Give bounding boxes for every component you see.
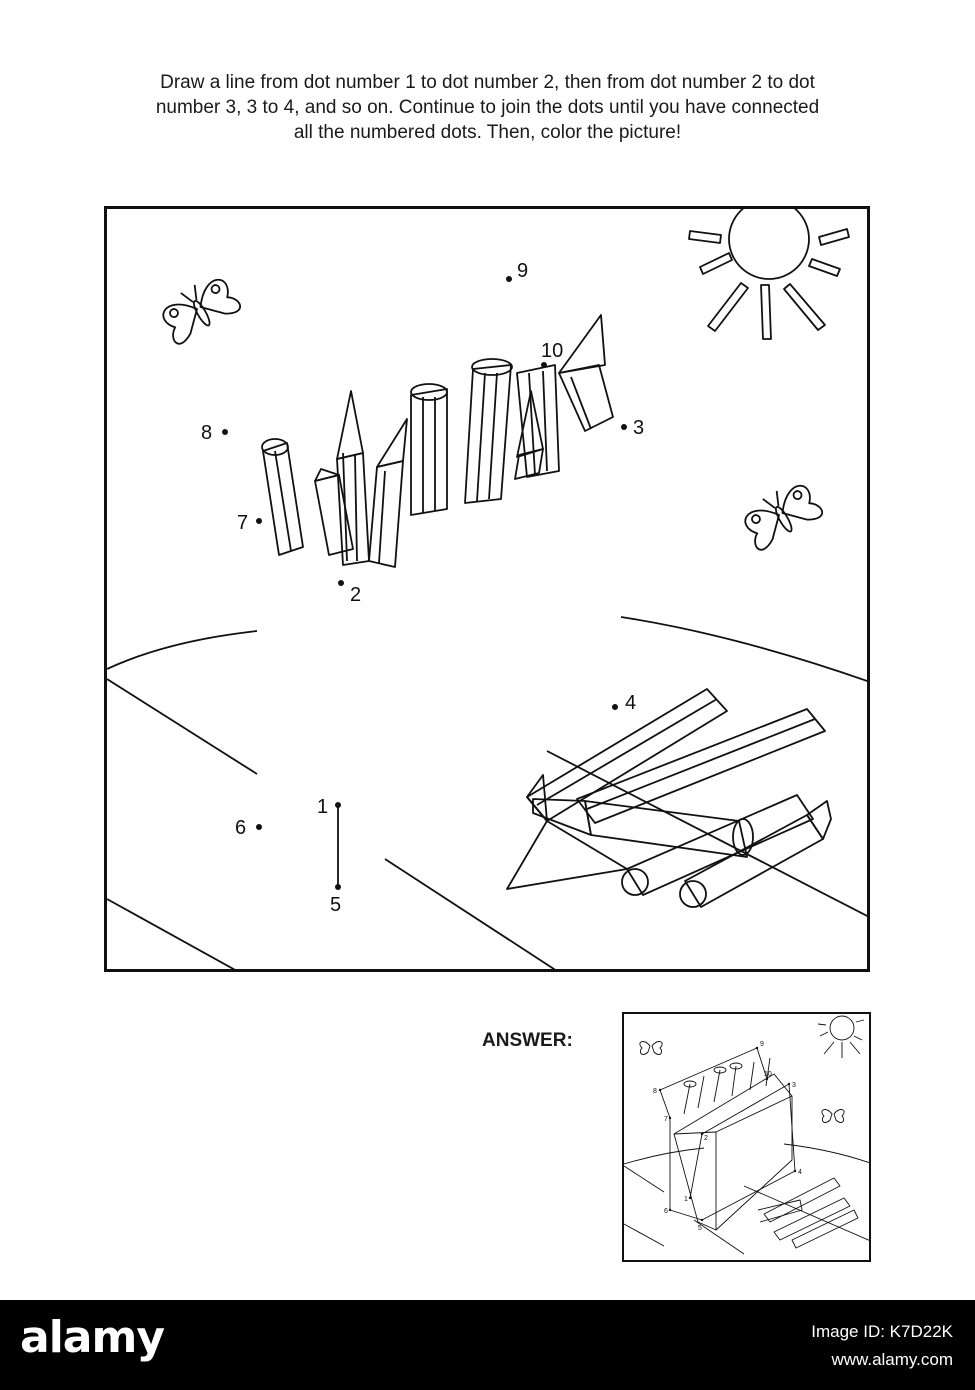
answer-picture: 1 2 3 4 5 6 7 8 9 10 xyxy=(622,1012,871,1262)
dot-9[interactable]: 9 xyxy=(506,260,528,282)
svg-text:7: 7 xyxy=(664,1116,668,1123)
answer-dot-8: 8 xyxy=(653,1088,662,1095)
instructions-line-1: Draw a line from dot number 1 to dot num… xyxy=(160,72,815,93)
svg-text:2: 2 xyxy=(350,584,361,606)
svg-text:5: 5 xyxy=(330,894,341,916)
answer-dot-7: 7 xyxy=(664,1116,672,1123)
dot-4[interactable]: 4 xyxy=(612,692,636,714)
instructions-line-2: number 3, 3 to 4, and so on. Continue to… xyxy=(155,97,820,118)
svg-text:10: 10 xyxy=(541,340,563,362)
svg-text:1: 1 xyxy=(317,796,328,818)
dot-8[interactable]: 8 xyxy=(201,422,228,444)
svg-text:6: 6 xyxy=(664,1208,668,1215)
answer-connection-line xyxy=(659,1047,796,1221)
table-lines xyxy=(107,616,867,969)
dot-1[interactable]: 1 xyxy=(317,796,341,818)
svg-text:5: 5 xyxy=(698,1225,702,1232)
svg-text:6: 6 xyxy=(235,817,246,839)
butterfly-icon xyxy=(162,278,241,345)
butterfly-icon xyxy=(744,484,823,551)
svg-text:9: 9 xyxy=(760,1041,764,1048)
dot-7[interactable]: 7 xyxy=(237,512,262,534)
pencil-box xyxy=(673,1073,793,1231)
sun-icon xyxy=(688,209,850,340)
alamy-logo: alamy xyxy=(20,1312,165,1363)
image-id: Image ID: K7D22K xyxy=(811,1322,953,1341)
dot-10[interactable]: 10 xyxy=(541,340,563,368)
dot-5[interactable]: 5 xyxy=(330,884,341,916)
svg-text:2: 2 xyxy=(704,1135,708,1142)
answer-dot-2: 2 xyxy=(700,1132,708,1142)
svg-text:7: 7 xyxy=(237,512,248,534)
svg-text:8: 8 xyxy=(653,1088,657,1095)
answer-dot-1: 1 xyxy=(684,1196,692,1203)
svg-text:10: 10 xyxy=(764,1071,772,1078)
standing-pencils xyxy=(261,314,614,568)
answer-dot-6: 6 xyxy=(664,1208,672,1215)
svg-text:4: 4 xyxy=(625,692,636,714)
dot-6[interactable]: 6 xyxy=(235,817,262,839)
answer-dot-5: 5 xyxy=(698,1218,704,1232)
lying-pencils xyxy=(506,688,832,908)
svg-text:8: 8 xyxy=(201,422,212,444)
instructions-line-3: all the numbered dots. Then, color the p… xyxy=(293,122,682,143)
svg-text:4: 4 xyxy=(798,1169,802,1176)
answer-dot-3: 3 xyxy=(787,1082,796,1089)
answer-label: ANSWER: xyxy=(482,1030,573,1051)
svg-text:3: 3 xyxy=(633,417,644,439)
dot-2[interactable]: 2 xyxy=(338,580,361,606)
answer-dot-9: 9 xyxy=(755,1041,764,1050)
answer-dot-10: 10 xyxy=(764,1071,772,1081)
svg-text:3: 3 xyxy=(792,1082,796,1089)
stock-url: www.alamy.com xyxy=(831,1350,953,1369)
svg-text:1: 1 xyxy=(684,1196,688,1203)
dot-3[interactable]: 3 xyxy=(621,417,644,439)
instructions-text: Draw a line from dot number 1 to dot num… xyxy=(60,70,915,145)
stock-watermark-bar: alamy Image ID: K7D22K www.alamy.com xyxy=(0,1300,975,1390)
puzzle-picture: 1 2 3 4 5 6 7 8 xyxy=(104,206,870,972)
svg-text:9: 9 xyxy=(517,260,528,282)
answer-dot-4: 4 xyxy=(793,1169,802,1176)
